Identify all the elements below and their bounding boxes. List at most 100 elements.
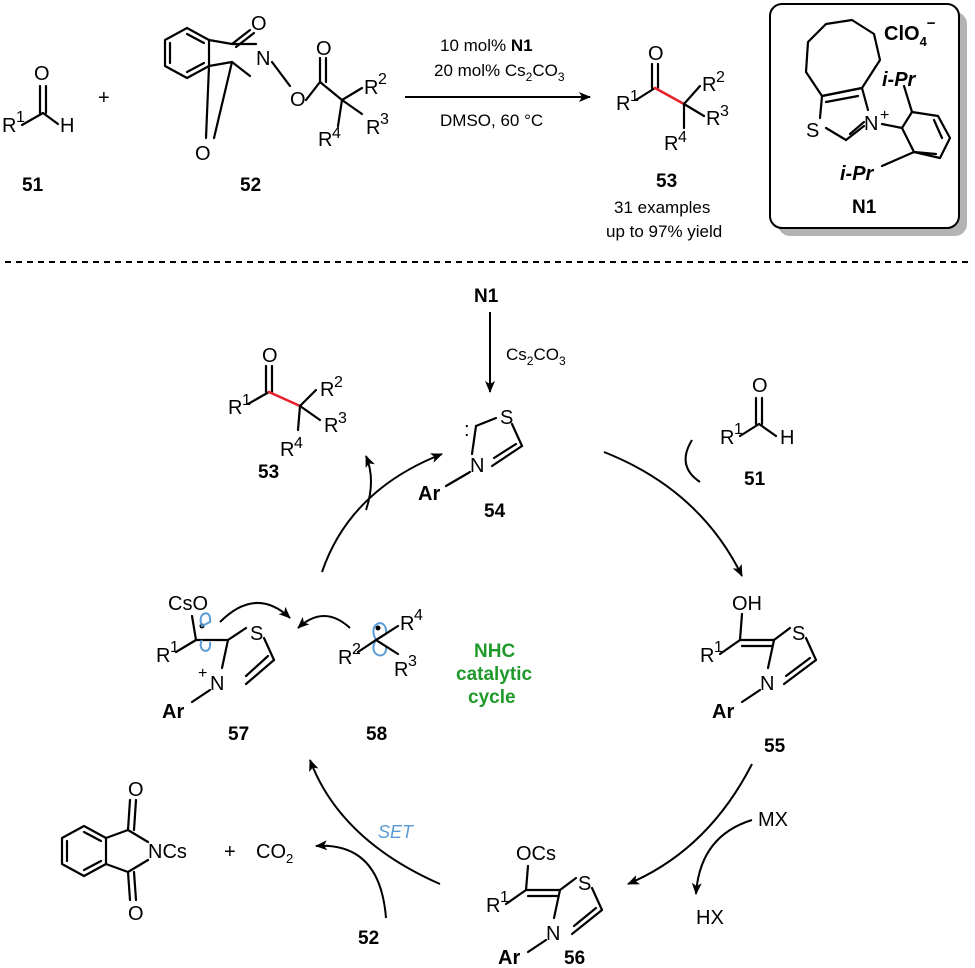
svg-text::: :: [464, 419, 470, 441]
svg-text:1: 1: [170, 639, 179, 656]
enolate-56: OCs R 1 S N Ar 56: [486, 843, 604, 968]
set-label: SET: [378, 822, 415, 842]
svg-text:10 mol% N1: 10 mol% N1: [440, 36, 533, 55]
svg-text:Ar: Ar: [162, 701, 184, 723]
svg-text:OH: OH: [732, 593, 762, 615]
svg-text:20 mol% Cs2CO3: 20 mol% Cs2CO3: [434, 61, 565, 84]
svg-text:N: N: [760, 673, 774, 695]
cycle-title-line3: cycle: [468, 687, 516, 708]
product-53: O R 1 R 2 R 3 R 4 53 31 examples up to 9…: [606, 43, 729, 241]
catalyst-box: S N + i-Pr i-Pr ClO4− N1: [769, 3, 967, 236]
cycle-arrow-56-to-57: [309, 759, 441, 885]
catalyst-label: N1: [852, 197, 877, 218]
hx-label: HX: [696, 907, 724, 929]
svg-text:Ar: Ar: [418, 483, 440, 505]
svg-text:R: R: [2, 115, 16, 137]
radical-58: R 2 R 4 R 3 58: [338, 607, 423, 745]
svg-text:O: O: [290, 89, 306, 111]
svg-text:4: 4: [414, 607, 423, 624]
carbene-54: S N : Ar 54: [418, 407, 524, 522]
svg-text:2: 2: [716, 69, 725, 86]
svg-text:CsO: CsO: [168, 593, 208, 615]
svg-text:O: O: [752, 375, 768, 397]
svg-text:4: 4: [294, 435, 303, 452]
svg-text:1: 1: [242, 392, 251, 409]
mx-hx-arrow: [691, 819, 753, 895]
compound-number-51-cycle: 51: [744, 469, 766, 490]
co2-label: CO2: [256, 841, 293, 866]
reaction-conditions: 10 mol% N1 20 mol% Cs2CO3 DMSO, 60 °C: [405, 36, 591, 130]
svg-text:Ar: Ar: [498, 947, 520, 968]
svg-text:R: R: [156, 645, 170, 667]
svg-text:2: 2: [352, 641, 361, 658]
top-reaction: O R 1 H 51 + O O N O: [2, 3, 967, 241]
product-release-arrow: [365, 455, 375, 511]
svg-text:R: R: [324, 415, 338, 437]
svg-text:S: S: [578, 873, 591, 895]
cycle-arrow-57-to-54: [321, 453, 443, 573]
svg-text:2: 2: [334, 374, 343, 391]
svg-text:R: R: [486, 895, 500, 917]
svg-text:i-Pr: i-Pr: [882, 69, 917, 91]
svg-text:R: R: [320, 379, 334, 401]
svg-text:R: R: [720, 427, 734, 449]
svg-text:1: 1: [500, 889, 509, 906]
svg-text:O: O: [195, 143, 211, 165]
plus-sign: +: [98, 87, 110, 109]
svg-text:N: N: [470, 455, 484, 477]
svg-text:1: 1: [734, 421, 743, 438]
svg-text:R: R: [702, 74, 716, 96]
mx-label: MX: [758, 809, 788, 831]
svg-text:3: 3: [408, 653, 417, 670]
svg-text:3: 3: [338, 410, 347, 427]
svg-text:1: 1: [16, 109, 25, 126]
svg-text:N: N: [256, 48, 270, 70]
svg-text:R: R: [318, 129, 332, 151]
svg-text:S: S: [792, 623, 805, 645]
compound-number-57: 57: [228, 724, 249, 745]
svg-text:R: R: [400, 613, 414, 635]
svg-text:R: R: [700, 645, 714, 667]
cycle-aldehyde-51: O R 1 H 51: [720, 375, 794, 490]
radical-coupling-arrow: [297, 615, 351, 629]
svg-text:O: O: [251, 13, 267, 35]
svg-text:R: R: [366, 117, 380, 139]
svg-text:S: S: [806, 120, 819, 142]
ester-52: O O N O O R 2 R 3 R 4 52: [163, 13, 389, 196]
svg-text:S: S: [500, 407, 513, 429]
cycle-start-n1: N1: [474, 286, 499, 307]
svg-text:OCs: OCs: [516, 843, 556, 865]
svg-text:R: R: [616, 93, 630, 115]
svg-text:O: O: [262, 345, 278, 367]
svg-text:DMSO, 60 °C: DMSO, 60 °C: [440, 111, 543, 130]
svg-text:R: R: [338, 647, 352, 669]
compound-number-53-cycle: 53: [258, 462, 279, 483]
scope-yield: up to 97% yield: [606, 222, 722, 241]
svg-text:4: 4: [332, 125, 341, 142]
svg-text:i-Pr: i-Pr: [840, 163, 875, 185]
cycle-product-53: O R 1 R 2 R 3 R 4 53: [228, 345, 347, 483]
svg-text:ClO4−: ClO4−: [884, 15, 936, 49]
svg-text:R: R: [394, 659, 408, 681]
cycle-arrow-54-to-55: [603, 451, 743, 577]
compound-number-51: 51: [22, 175, 44, 196]
catalytic-cycle: N1 Cs2CO3 S N : Ar 54 O: [60, 286, 818, 968]
svg-text:H: H: [60, 115, 74, 137]
plus-sign-2: +: [224, 841, 236, 863]
compound-number-55: 55: [764, 736, 786, 757]
compound-number-56: 56: [564, 948, 585, 968]
cycle-title-line2: catalytic: [456, 664, 532, 685]
svg-text:3: 3: [720, 103, 729, 120]
svg-text:R: R: [706, 108, 720, 130]
compound-number-52-cycle: 52: [358, 928, 379, 949]
svg-text:H: H: [780, 427, 794, 449]
svg-text:N: N: [210, 673, 224, 695]
compound-number-54: 54: [484, 501, 506, 522]
intermediate-57: CsO R 1 S + N Ar 57: [156, 593, 276, 745]
cycle-title-line1: NHC: [474, 641, 515, 662]
scope-examples: 31 examples: [614, 198, 710, 217]
svg-text:2: 2: [378, 71, 387, 88]
compound-number-52: 52: [240, 175, 261, 196]
svg-text:1: 1: [714, 639, 723, 656]
